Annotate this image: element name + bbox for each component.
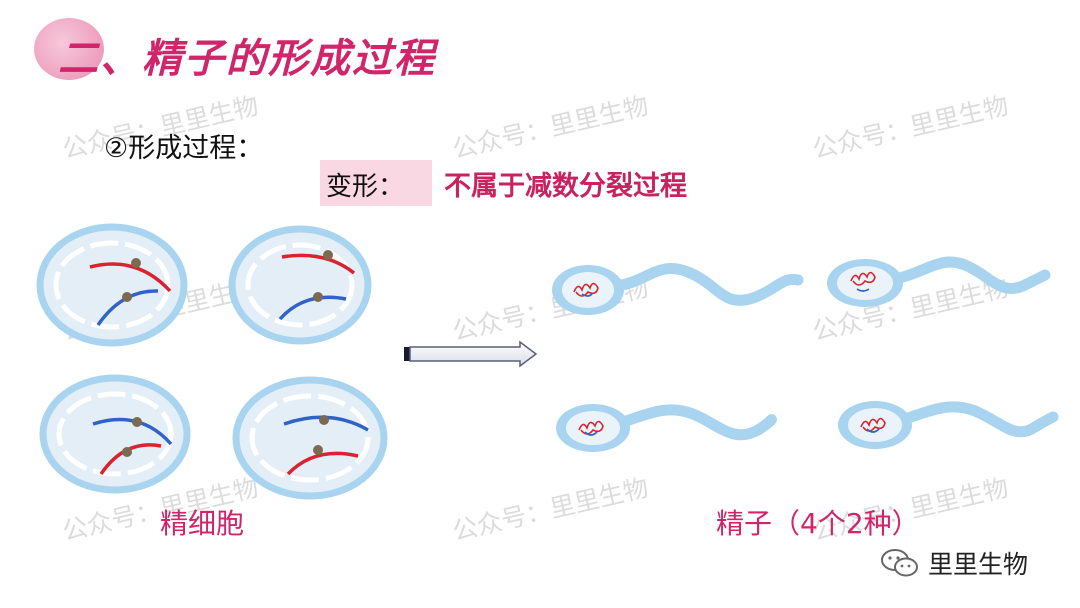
wechat-icon bbox=[881, 549, 918, 577]
sperm-cell bbox=[827, 256, 1051, 307]
spermatid-label: 精细胞 bbox=[160, 507, 245, 540]
transform-arrow bbox=[404, 340, 538, 368]
tag-box bbox=[320, 160, 432, 206]
sperm-label: 精子（4个2种） bbox=[716, 507, 920, 540]
spermatid-cell bbox=[39, 374, 191, 494]
sperm-cell bbox=[838, 401, 1059, 449]
spermatid-cell bbox=[228, 225, 372, 345]
sperm-cell bbox=[552, 262, 804, 315]
spermatid-cell bbox=[36, 223, 188, 347]
brand: 里里生物 bbox=[880, 545, 1028, 581]
tag-label: 变形： bbox=[326, 172, 405, 202]
tag-text: 不属于减数分裂过程 bbox=[444, 171, 687, 202]
title-badge bbox=[34, 18, 104, 80]
page-title: 二、精子的形成过程 bbox=[58, 36, 436, 82]
subtitle: ②形成过程： bbox=[104, 133, 264, 164]
brand-name: 里里生物 bbox=[928, 550, 1029, 579]
spermatid-cell bbox=[232, 376, 388, 500]
sperm-cell bbox=[556, 404, 777, 452]
